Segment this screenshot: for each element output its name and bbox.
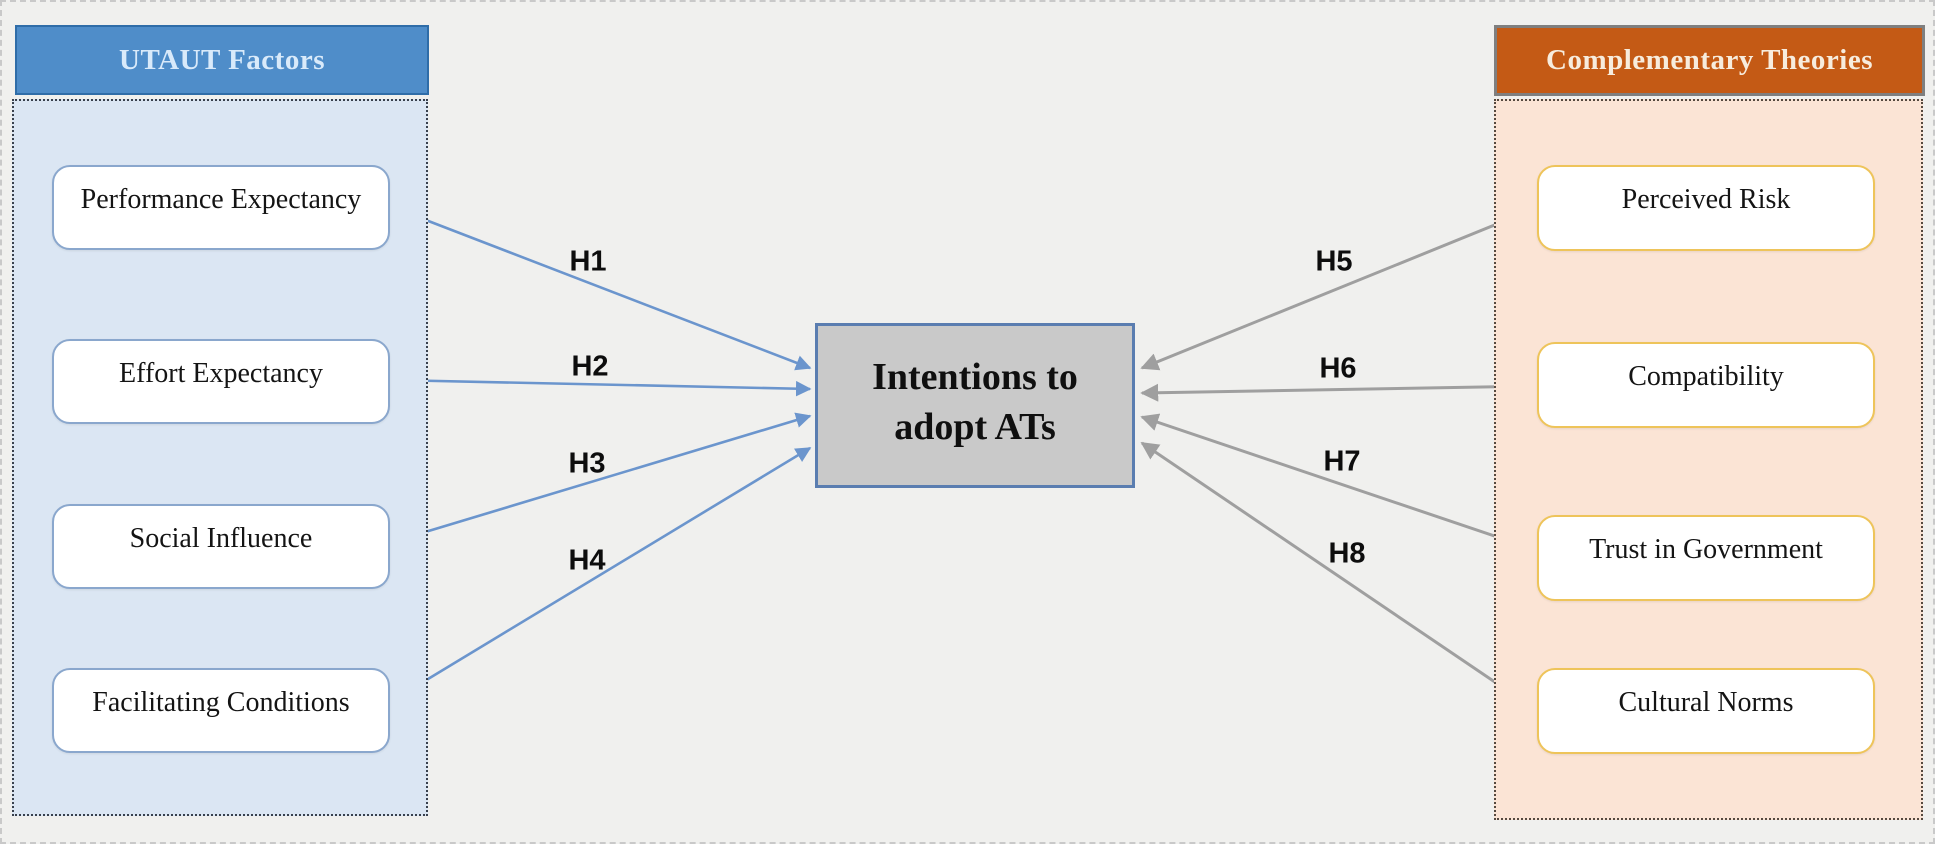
utaut-factors-header: UTAUT Factors bbox=[15, 25, 429, 95]
label-h7: H7 bbox=[1323, 445, 1361, 478]
utaut-factors-title: UTAUT Factors bbox=[119, 43, 325, 76]
node-trust-in-government: Trust in Government bbox=[1537, 515, 1875, 601]
node-social-influence: Social Influence bbox=[52, 504, 390, 589]
label-h6: H6 bbox=[1319, 352, 1357, 385]
node-cultural-norms: Cultural Norms bbox=[1537, 668, 1875, 754]
node-facilitating-conditions: Facilitating Conditions bbox=[52, 668, 390, 753]
node-label: Performance Expectancy bbox=[80, 183, 362, 215]
complementary-theories-title: Complementary Theories bbox=[1546, 44, 1873, 76]
node-label: Cultural Norms bbox=[1618, 687, 1794, 718]
node-label: Trust in Government bbox=[1589, 534, 1823, 565]
node-compatibility: Compatibility bbox=[1537, 342, 1875, 428]
node-label: Facilitating Conditions bbox=[92, 686, 350, 718]
label-h1: H1 bbox=[569, 245, 607, 278]
center-node-line1: Intentions to bbox=[872, 356, 1078, 399]
complementary-theories-header: Complementary Theories bbox=[1494, 25, 1925, 96]
label-h2: H2 bbox=[571, 350, 609, 383]
node-intentions-to-adopt-ats: Intentions to adopt ATs bbox=[815, 323, 1135, 488]
node-effort-expectancy: Effort Expectancy bbox=[52, 339, 390, 424]
node-label: Compatibility bbox=[1628, 361, 1784, 392]
label-h5: H5 bbox=[1315, 245, 1353, 278]
label-h8: H8 bbox=[1328, 537, 1366, 570]
label-h3: H3 bbox=[568, 447, 606, 480]
center-node-line2: adopt ATs bbox=[894, 405, 1056, 448]
node-performance-expectancy: Performance Expectancy bbox=[52, 165, 390, 250]
arrow-h8 bbox=[1140, 441, 1543, 716]
arrow-h6 bbox=[1140, 383, 1540, 402]
node-label: Social Influence bbox=[129, 522, 313, 554]
label-h4: H4 bbox=[568, 544, 606, 577]
node-label: Perceived Risk bbox=[1621, 184, 1791, 215]
arrow-h5 bbox=[1140, 205, 1540, 371]
arrow-h7 bbox=[1140, 413, 1540, 553]
arrow-h1 bbox=[391, 205, 812, 371]
node-perceived-risk: Perceived Risk bbox=[1537, 165, 1875, 251]
node-label: Effort Expectancy bbox=[119, 357, 323, 389]
